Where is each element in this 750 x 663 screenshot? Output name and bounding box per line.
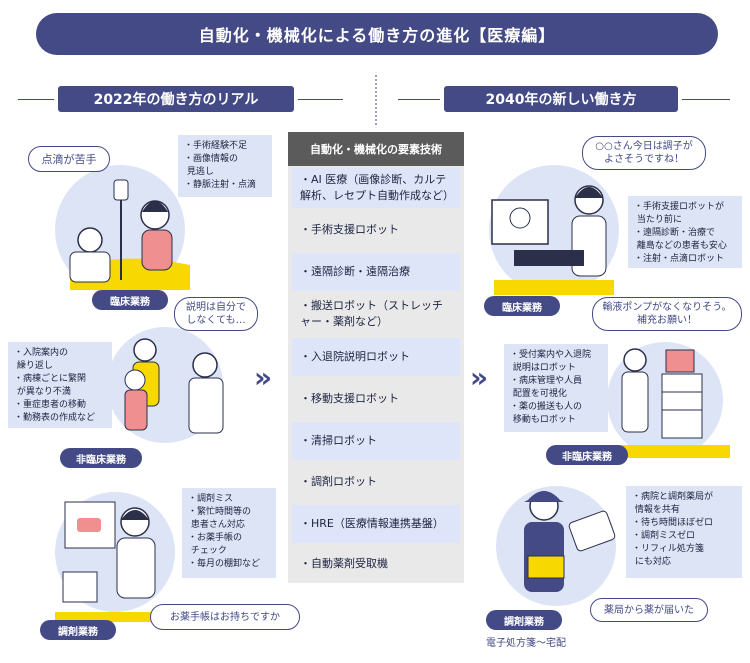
benefit-item: ・待ち時間ほぼゼロ [632,518,714,528]
tech-item: ・AI 医療（画像診断、カルテ解析、レセプト自動作成など） [292,168,460,208]
tech-item: ・自動薬剤受取機 [300,557,388,570]
issue-item: ・勤務表の作成など [14,413,96,423]
issue-item: ・画像情報の 見逃し [184,154,239,177]
footer-caption: 電子処方箋〜宅配 [486,638,566,649]
right-section-header: 2040年の新しい働き方 [444,86,678,112]
tech-item: ・手術支援ロボット [300,223,399,236]
benefit-item: ・病院と調剤薬局が 情報を共有 [632,492,714,515]
benefit-item: ・遠隔診断・治療で 離島などの患者も安心 [634,228,727,251]
benefit-item: ・リフィル処方箋 にも対応 [632,544,704,567]
issue-item: ・入院案内の 繰り返し [14,348,69,371]
issue-item: ・繁忙時間等の 患者さん対応 [188,507,252,530]
benefits-note: ・病院と調剤薬局が 情報を共有 ・待ち時間ほぼゼロ ・調剤ミスゼロ ・リフィル処… [626,486,742,578]
category-label: 調剤業務 [486,610,562,630]
left-section-header: 2022年の働き方のリアル [58,86,294,112]
benefit-item: ・病床管理や人員 配置を可視化 [510,376,583,399]
speech-bubble: お薬手帳はお持ちですか [150,604,300,630]
dispensing-illustration-2040 [496,486,616,606]
category-label: 臨床業務 [484,296,560,316]
tech-item: ・HRE（医療情報連携基盤） [292,505,460,543]
issue-item: ・静脈注射・点滴 [184,180,257,190]
left-header-line [18,99,54,100]
speech-bubble: 輸液ポンプがなくなりそう。 補充お願い！ [592,297,742,331]
issue-item: ・毎月の棚卸など [188,559,261,569]
tech-item: ・清掃ロボット [292,422,460,460]
speech-bubble: 点滴が苦手 [28,146,110,172]
issue-item: ・重症患者の移動 [14,400,87,410]
clinical-illustration-2022 [55,165,190,295]
issue-item: ・お薬手帳の チェック [188,533,243,556]
right-header-line [682,99,730,100]
nonclinical-illustration-2022 [107,327,224,443]
tech-item: ・搬送ロボット（ストレッチャー・薬剤など） [300,299,443,328]
tech-item: ・遠隔診断・遠隔治療 [292,253,460,291]
technology-header: 自動化・機械化の要素技術 [288,132,464,166]
chevron-right-icon: » [470,361,489,394]
page-title: 自動化・機械化による働き方の進化【医療編】 [36,13,718,55]
speech-bubble: 薬局から薬が届いた [590,598,708,622]
category-label: 臨床業務 [92,290,168,310]
category-label: 調剤業務 [40,620,116,640]
right-header-line [398,99,440,100]
benefit-item: ・注射・点滴ロボット [634,254,725,264]
issue-item: ・手術経験不足 [184,141,248,151]
benefits-note: ・手術支援ロボットが 当たり前に ・遠隔診断・治療で 離島などの患者も安心 ・注… [628,196,742,268]
tech-item: ・移動支援ロボット [300,392,399,405]
speech-bubble: ○○さん今日は調子が よさそうですね！ [582,136,706,170]
issues-note: ・調剤ミス ・繁忙時間等の 患者さん対応 ・お薬手帳の チェック ・毎月の棚卸な… [182,488,276,578]
center-divider [375,75,377,125]
category-label: 非臨床業務 [60,448,142,468]
issue-item: ・調剤ミス [188,494,234,504]
tech-item: ・調剤ロボット [300,475,377,488]
benefit-item: ・薬の搬送も人の 移動もロボット [510,402,583,425]
issues-note: ・入院案内の 繰り返し ・病棟ごとに繁閑 が異なり不満 ・重症患者の移動 ・勤務… [8,342,112,428]
dispensing-illustration-2022 [55,492,195,622]
benefit-item: ・手術支援ロボットが 当たり前に [634,202,725,225]
clinical-illustration-2040 [489,165,619,295]
speech-bubble: 説明は自分で しなくても… [174,297,258,331]
left-header-line [298,99,343,100]
chevron-right-icon: » [254,361,273,394]
benefits-note: ・受付案内や入退院 説明はロボット ・病床管理や人員 配置を可視化 ・薬の搬送も… [504,344,608,432]
nonclinical-illustration-2040 [600,342,730,458]
issue-item: ・病棟ごとに繁閑 が異なり不満 [14,374,87,397]
benefit-item: ・調剤ミスゼロ [632,531,696,541]
tech-item: ・入退院説明ロボット [292,338,460,376]
benefit-item: ・受付案内や入退院 説明はロボット [510,350,592,373]
category-label: 非臨床業務 [546,445,628,465]
issues-note: ・手術経験不足 ・画像情報の 見逃し ・静脈注射・点滴 [178,135,272,197]
